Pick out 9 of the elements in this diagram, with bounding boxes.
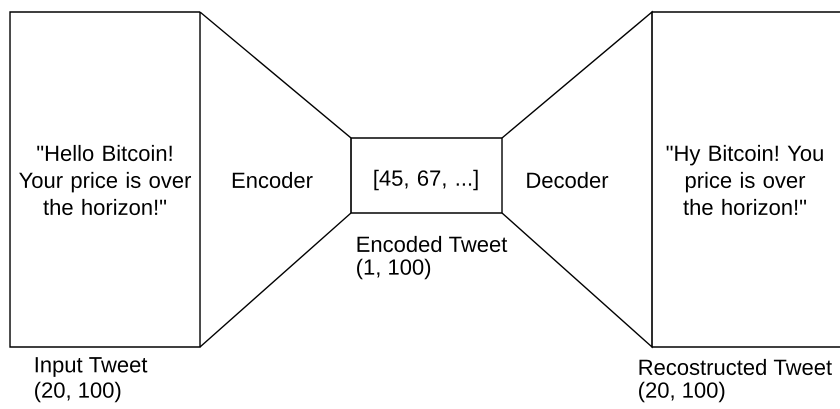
middle-box: [45, 67, ...] [350, 137, 503, 214]
tweet-box: "Hello Bitcoin! Your price is over the horizon!" [9, 11, 201, 348]
node-label: (20, 100) [35, 382, 120, 402]
node-label: Input Tweet [36, 357, 148, 377]
node-label: (20, 100) [639, 382, 724, 402]
tweet-box: "Hy Bitcoin! You price is over the horizon!" [651, 11, 840, 348]
node-label: (1, 100) [357, 258, 430, 280]
trapezoid: Encoder [200, 11, 352, 348]
node-label: Recostructed Tweet [640, 358, 832, 376]
